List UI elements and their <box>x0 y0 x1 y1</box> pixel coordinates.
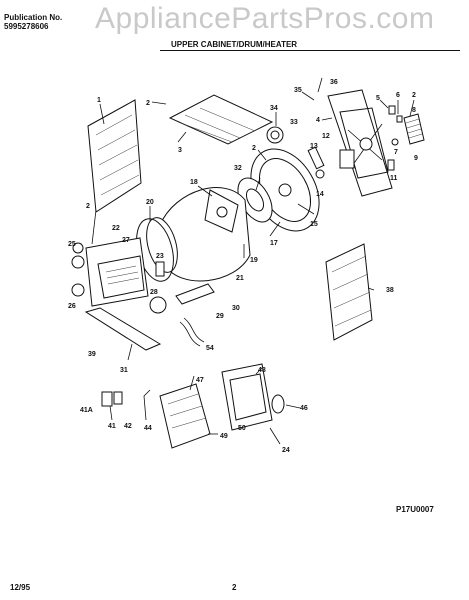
publication-label: Publication No. <box>4 13 63 22</box>
figure-code: P17U0007 <box>396 505 434 514</box>
part-46 <box>271 394 285 414</box>
callout-2d: 2 <box>86 203 90 210</box>
part-heater-box <box>221 363 273 431</box>
part-side-panel <box>325 243 373 341</box>
part-7 <box>391 138 399 146</box>
callout-15: 15 <box>310 221 318 228</box>
callout-34: 34 <box>270 105 278 112</box>
callout-2a: 2 <box>146 100 150 107</box>
callout-47: 47 <box>196 377 204 384</box>
callout-1: 1 <box>97 97 101 104</box>
part-top-panel <box>168 94 274 145</box>
callout-36: 36 <box>330 79 338 86</box>
callout-27: 27 <box>122 237 130 244</box>
title-rule <box>160 50 460 51</box>
callout-21: 21 <box>236 275 244 282</box>
callout-9: 9 <box>414 155 418 162</box>
part-shaft-assembly <box>307 146 325 179</box>
footer-date: 12/95 <box>10 583 31 592</box>
callout-14: 14 <box>316 191 324 198</box>
part-front-panel <box>85 237 149 307</box>
footer-page: 2 <box>232 583 237 592</box>
watermark: AppliancePartsPros.com <box>95 2 435 35</box>
callout-20: 20 <box>146 199 154 206</box>
callout-19: 19 <box>250 257 258 264</box>
part-34 <box>266 126 284 144</box>
callout-35: 35 <box>294 87 302 94</box>
callout-32: 32 <box>234 165 242 172</box>
callout-23: 23 <box>156 253 164 260</box>
callout-39: 39 <box>88 351 96 358</box>
callout-24: 24 <box>282 447 290 454</box>
callout-22: 22 <box>112 225 120 232</box>
part-39-strip <box>84 307 162 351</box>
part-25b <box>71 255 85 269</box>
callout-11: 11 <box>390 175 398 182</box>
callout-4: 4 <box>316 117 320 124</box>
part-28 <box>149 296 167 314</box>
leader-lines <box>91 77 415 445</box>
callout-7: 7 <box>394 149 398 156</box>
part-vent-grille <box>403 113 425 145</box>
callout-50: 50 <box>238 425 246 432</box>
callout-41a: 41A <box>80 407 93 414</box>
part-access-panel <box>159 383 211 449</box>
callout-54: 54 <box>206 345 214 352</box>
callout-49: 49 <box>220 433 228 440</box>
callout-5: 5 <box>376 95 380 102</box>
callout-48: 48 <box>258 367 266 374</box>
callout-17: 17 <box>270 240 278 247</box>
part-26 <box>71 283 85 297</box>
callout-46: 46 <box>300 405 308 412</box>
callout-6: 6 <box>396 92 400 99</box>
publication-number: 5995278606 <box>4 22 49 31</box>
callout-25: 25 <box>68 241 76 248</box>
part-drum <box>146 187 251 282</box>
part-rear-bulkhead <box>327 89 393 197</box>
callout-28: 28 <box>150 289 158 296</box>
callout-29: 29 <box>216 313 224 320</box>
part-6 <box>396 115 403 123</box>
callout-2c: 2 <box>412 92 416 99</box>
callout-44: 44 <box>144 425 152 432</box>
callout-33: 33 <box>290 119 298 126</box>
callout-41: 41 <box>108 423 116 430</box>
callout-3: 3 <box>178 147 182 154</box>
callout-30: 30 <box>232 305 240 312</box>
part-5 <box>388 105 396 115</box>
part-25 <box>72 242 84 254</box>
part-11 <box>387 159 395 171</box>
part-23 <box>155 261 165 277</box>
callout-38: 38 <box>386 287 394 294</box>
part-30-bracket <box>175 283 215 305</box>
part-rear-panel <box>87 99 142 213</box>
callout-2b: 2 <box>252 145 256 152</box>
callout-12: 12 <box>322 133 330 140</box>
part-54-wire <box>179 321 201 347</box>
part-42 <box>113 391 123 405</box>
callout-labels: 1 2 2 3 4 5 6 2 7 8 9 11 12 13 14 15 17 … <box>68 79 418 454</box>
part-41a <box>101 391 113 407</box>
callout-18: 18 <box>190 179 198 186</box>
callout-8: 8 <box>412 107 416 114</box>
callout-26: 26 <box>68 303 76 310</box>
callout-42: 42 <box>124 423 132 430</box>
section-title: UPPER CABINET/DRUM/HEATER <box>171 40 298 49</box>
callout-31: 31 <box>120 367 128 374</box>
part-44 <box>143 389 151 421</box>
callout-13: 13 <box>310 143 318 150</box>
